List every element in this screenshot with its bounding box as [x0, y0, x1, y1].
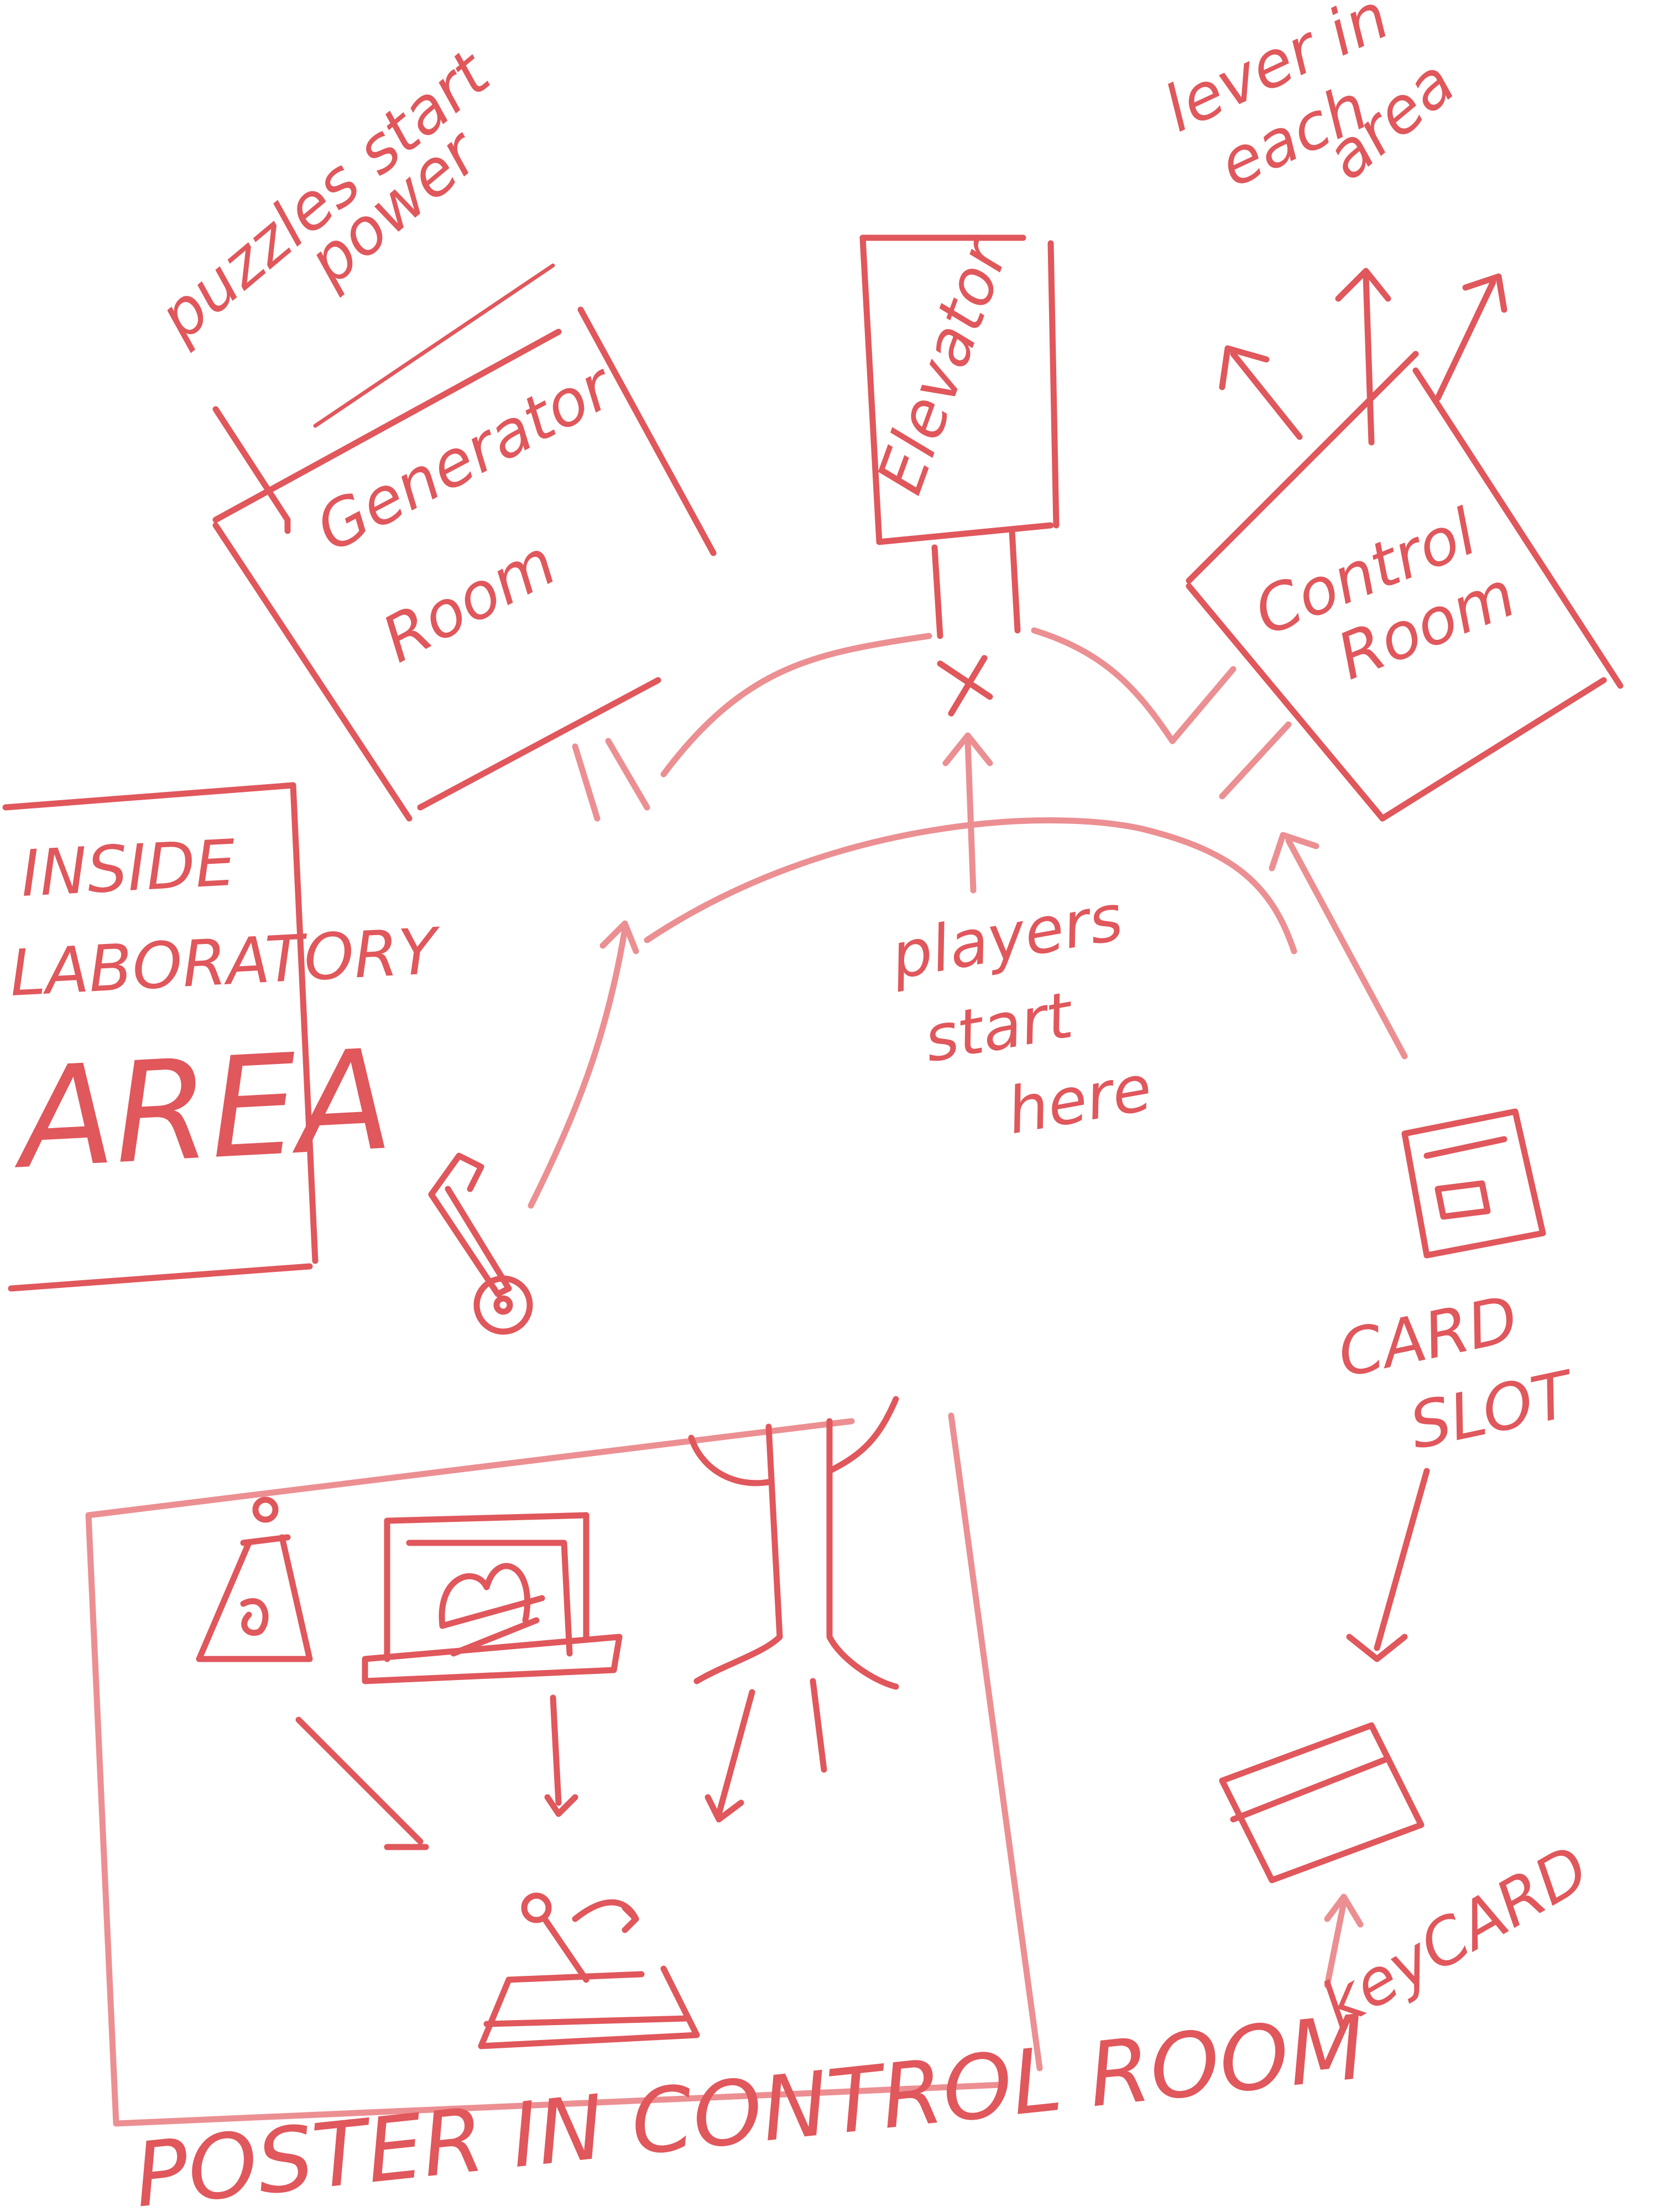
elevator [859, 234, 1060, 639]
card-slot-arrow [1269, 832, 1408, 1060]
lever-icon [478, 1892, 700, 2049]
key-arrow [528, 920, 639, 1209]
elevator-x-marker [937, 655, 993, 717]
poster-arrows [295, 1689, 755, 1850]
keycard-arrow [1324, 1893, 1364, 1989]
card-slot-icon [1401, 1108, 1546, 1259]
poster-label: POSTER IN CONTROL ROOM [129, 1995, 1370, 2212]
key-icon [428, 1152, 533, 1335]
elevator-label: Elevator [863, 227, 1024, 503]
card-slot-to-keycard-arrow [1346, 1468, 1430, 1662]
generator-room-label-2: Room [371, 525, 568, 677]
players-start-label: players [885, 880, 1128, 994]
control-room [1186, 351, 1624, 822]
lab-area-label-3: AREA [8, 1019, 396, 1200]
lab-area-box [2, 782, 319, 1292]
generator-room [212, 263, 717, 822]
keycard-icon [1219, 1722, 1425, 1884]
lab-area-label: INSIDE [19, 826, 237, 911]
fireplace-icon [362, 1512, 623, 1684]
corridor [572, 627, 1297, 954]
poster-frame [85, 1412, 1043, 2127]
start-arrow [942, 732, 993, 894]
lever-arrows [1219, 268, 1507, 446]
players-start-label-2: start [919, 978, 1080, 1077]
flask-icon [196, 1496, 313, 1662]
players-start-label-3: here [1002, 1051, 1157, 1149]
lab-area-label-2: LABORATORY [8, 914, 443, 1011]
tree-icon [688, 1396, 899, 1773]
